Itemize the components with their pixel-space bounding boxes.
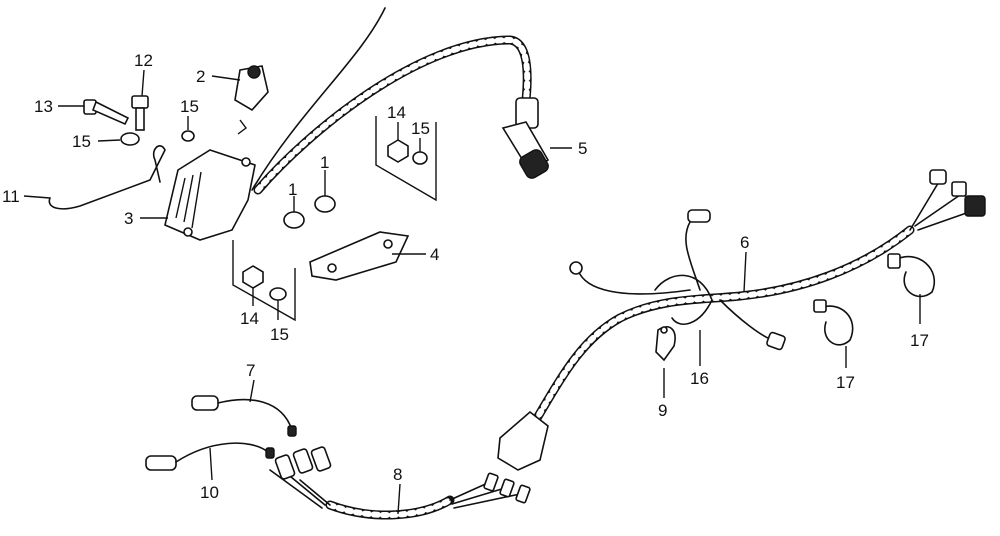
ignition-unit: [164, 149, 256, 241]
spark-plug-cap: [501, 97, 550, 179]
callout-17b: 17: [910, 331, 929, 350]
callout-2: 2: [196, 67, 205, 86]
callout-15c: 15: [411, 119, 430, 138]
bolt-12: [131, 95, 149, 131]
callout-numbers: 1 1 2 3 4 5 6 7 8 9 10 11 12 13 14 14 15…: [2, 51, 929, 502]
lead-wire-7: [191, 395, 297, 437]
sub-wire-harness: [269, 446, 531, 520]
callout-11: 11: [2, 187, 20, 206]
callout-14a: 14: [387, 103, 406, 122]
band-17-left: [813, 299, 854, 346]
fastener-set-lower: [232, 240, 296, 322]
callout-6: 6: [740, 233, 749, 252]
callout-15d: 15: [270, 325, 289, 344]
wire-clip: [48, 145, 166, 210]
callout-16: 16: [690, 369, 709, 388]
nut-1-left: [283, 211, 305, 229]
fastener-set-upper: [375, 116, 437, 202]
callout-8: 8: [393, 465, 402, 484]
washer-15-left: [120, 132, 140, 146]
callout-7: 7: [246, 361, 255, 380]
ignition-cable: [251, 7, 532, 195]
callout-15b: 15: [72, 132, 91, 151]
band-17-right: [887, 253, 935, 298]
callout-14b: 14: [240, 309, 259, 328]
callout-5: 5: [578, 139, 587, 158]
callout-15a: 15: [180, 97, 199, 116]
bolt-13: [83, 99, 130, 126]
callout-10: 10: [200, 483, 219, 502]
callout-1a: 1: [288, 180, 297, 199]
callout-4: 4: [430, 245, 439, 264]
harness-clamp: [654, 274, 713, 325]
callout-13: 13: [34, 97, 53, 116]
callout-9: 9: [658, 401, 667, 420]
mounting-bracket: [309, 231, 410, 281]
main-wire-harness: [497, 169, 986, 471]
callout-1b: 1: [320, 153, 329, 172]
leader-lines: [23, 69, 921, 515]
washer-15-upper: [181, 130, 195, 142]
callout-17a: 17: [836, 373, 855, 392]
nut-1-right: [314, 195, 336, 213]
lead-wire-10: [145, 442, 275, 471]
callout-12: 12: [134, 51, 153, 70]
pulse-generator: [234, 65, 269, 135]
cord-clip: [655, 326, 676, 362]
callout-3: 3: [124, 209, 133, 228]
